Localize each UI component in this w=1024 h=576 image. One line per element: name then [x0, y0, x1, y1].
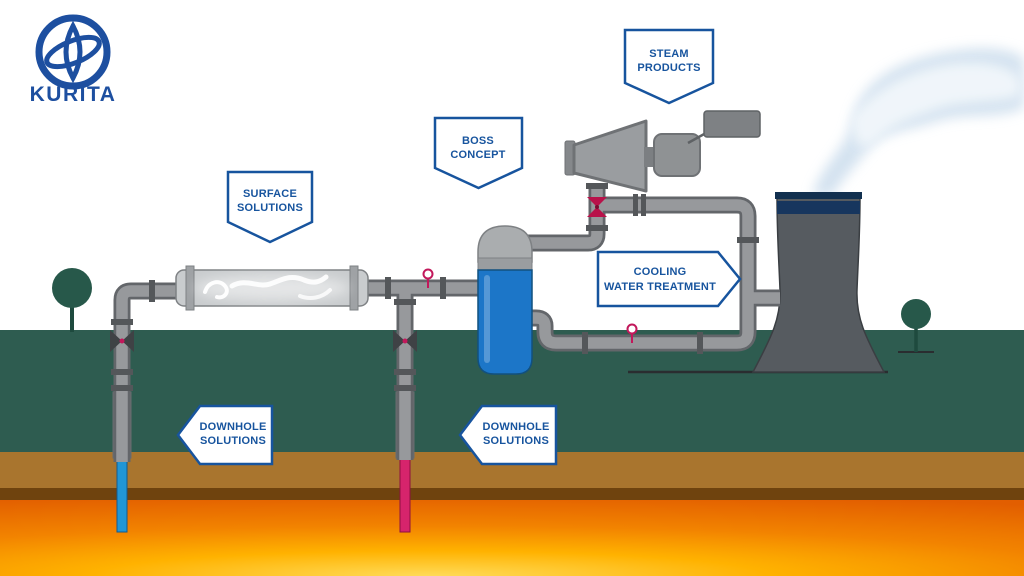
banner-label: DOWNHOLE	[483, 421, 550, 433]
tower-rim	[775, 192, 862, 199]
injection-pipe-red	[399, 455, 411, 533]
steam-swirl	[229, 274, 329, 289]
heat-exchanger	[175, 265, 369, 311]
dosing-point-2	[626, 323, 638, 343]
tree-canopy	[901, 299, 931, 329]
banner-label: WATER TREATMENT	[604, 281, 716, 293]
soil-dark-layer	[0, 488, 1024, 500]
wellhead-valve-middle	[393, 330, 417, 352]
production-pipe-blue	[116, 455, 128, 533]
banner-cooling-water-treatment: COOLING WATER TREATMENT	[596, 250, 742, 308]
vessel-body	[477, 269, 533, 375]
tree-left	[52, 268, 92, 332]
turbine	[572, 119, 648, 193]
banner-boss-concept: BOSS CONCEPT	[433, 116, 524, 190]
banner-steam-products: STEAM PRODUCTS	[623, 28, 715, 105]
banner-label: SOLUTIONS	[237, 202, 303, 214]
logo-wordmark: KURITA	[30, 83, 117, 106]
tower-band	[777, 201, 860, 214]
banner-label: DOWNHOLE	[200, 421, 267, 433]
banner-label: CONCEPT	[450, 149, 505, 161]
banner-label: SURFACE	[243, 188, 297, 200]
tower-shell	[751, 195, 886, 373]
banner-label: SOLUTIONS	[200, 435, 266, 447]
tree-canopy	[52, 268, 92, 308]
steam-control-valve	[587, 197, 607, 217]
logo-drop-icon	[63, 20, 83, 84]
tree-right	[901, 299, 931, 352]
cooling-tower	[751, 192, 886, 373]
kurita-logo: KURITA	[30, 14, 117, 106]
banner-label: PRODUCTS	[637, 62, 700, 74]
steam-plume	[812, 48, 1024, 196]
generator	[653, 133, 701, 177]
transformer-box	[703, 110, 761, 138]
dosing-icon	[626, 323, 638, 335]
banner-label: STEAM	[649, 48, 689, 60]
dosing-point-1	[422, 268, 434, 288]
dosing-icon	[422, 268, 434, 280]
banner-label: COOLING	[634, 266, 687, 278]
turbine-generator	[564, 110, 761, 193]
steam-swirl	[298, 288, 332, 300]
banner-surface-solutions: SURFACE SOLUTIONS	[226, 170, 314, 244]
wellhead-valve-left	[110, 330, 134, 352]
steam-swirl	[203, 280, 229, 300]
magma-layer	[0, 500, 1024, 576]
pipe-flanges	[111, 183, 759, 391]
banner-label: BOSS	[462, 135, 494, 147]
banner-downhole-solutions-right: DOWNHOLE SOLUTIONS	[458, 404, 558, 466]
vessel-dome	[477, 225, 533, 263]
banner-downhole-solutions-left: DOWNHOLE SOLUTIONS	[176, 404, 274, 466]
separator-vessel	[477, 225, 533, 375]
banner-label: SOLUTIONS	[483, 435, 549, 447]
pipe-network	[111, 183, 780, 462]
